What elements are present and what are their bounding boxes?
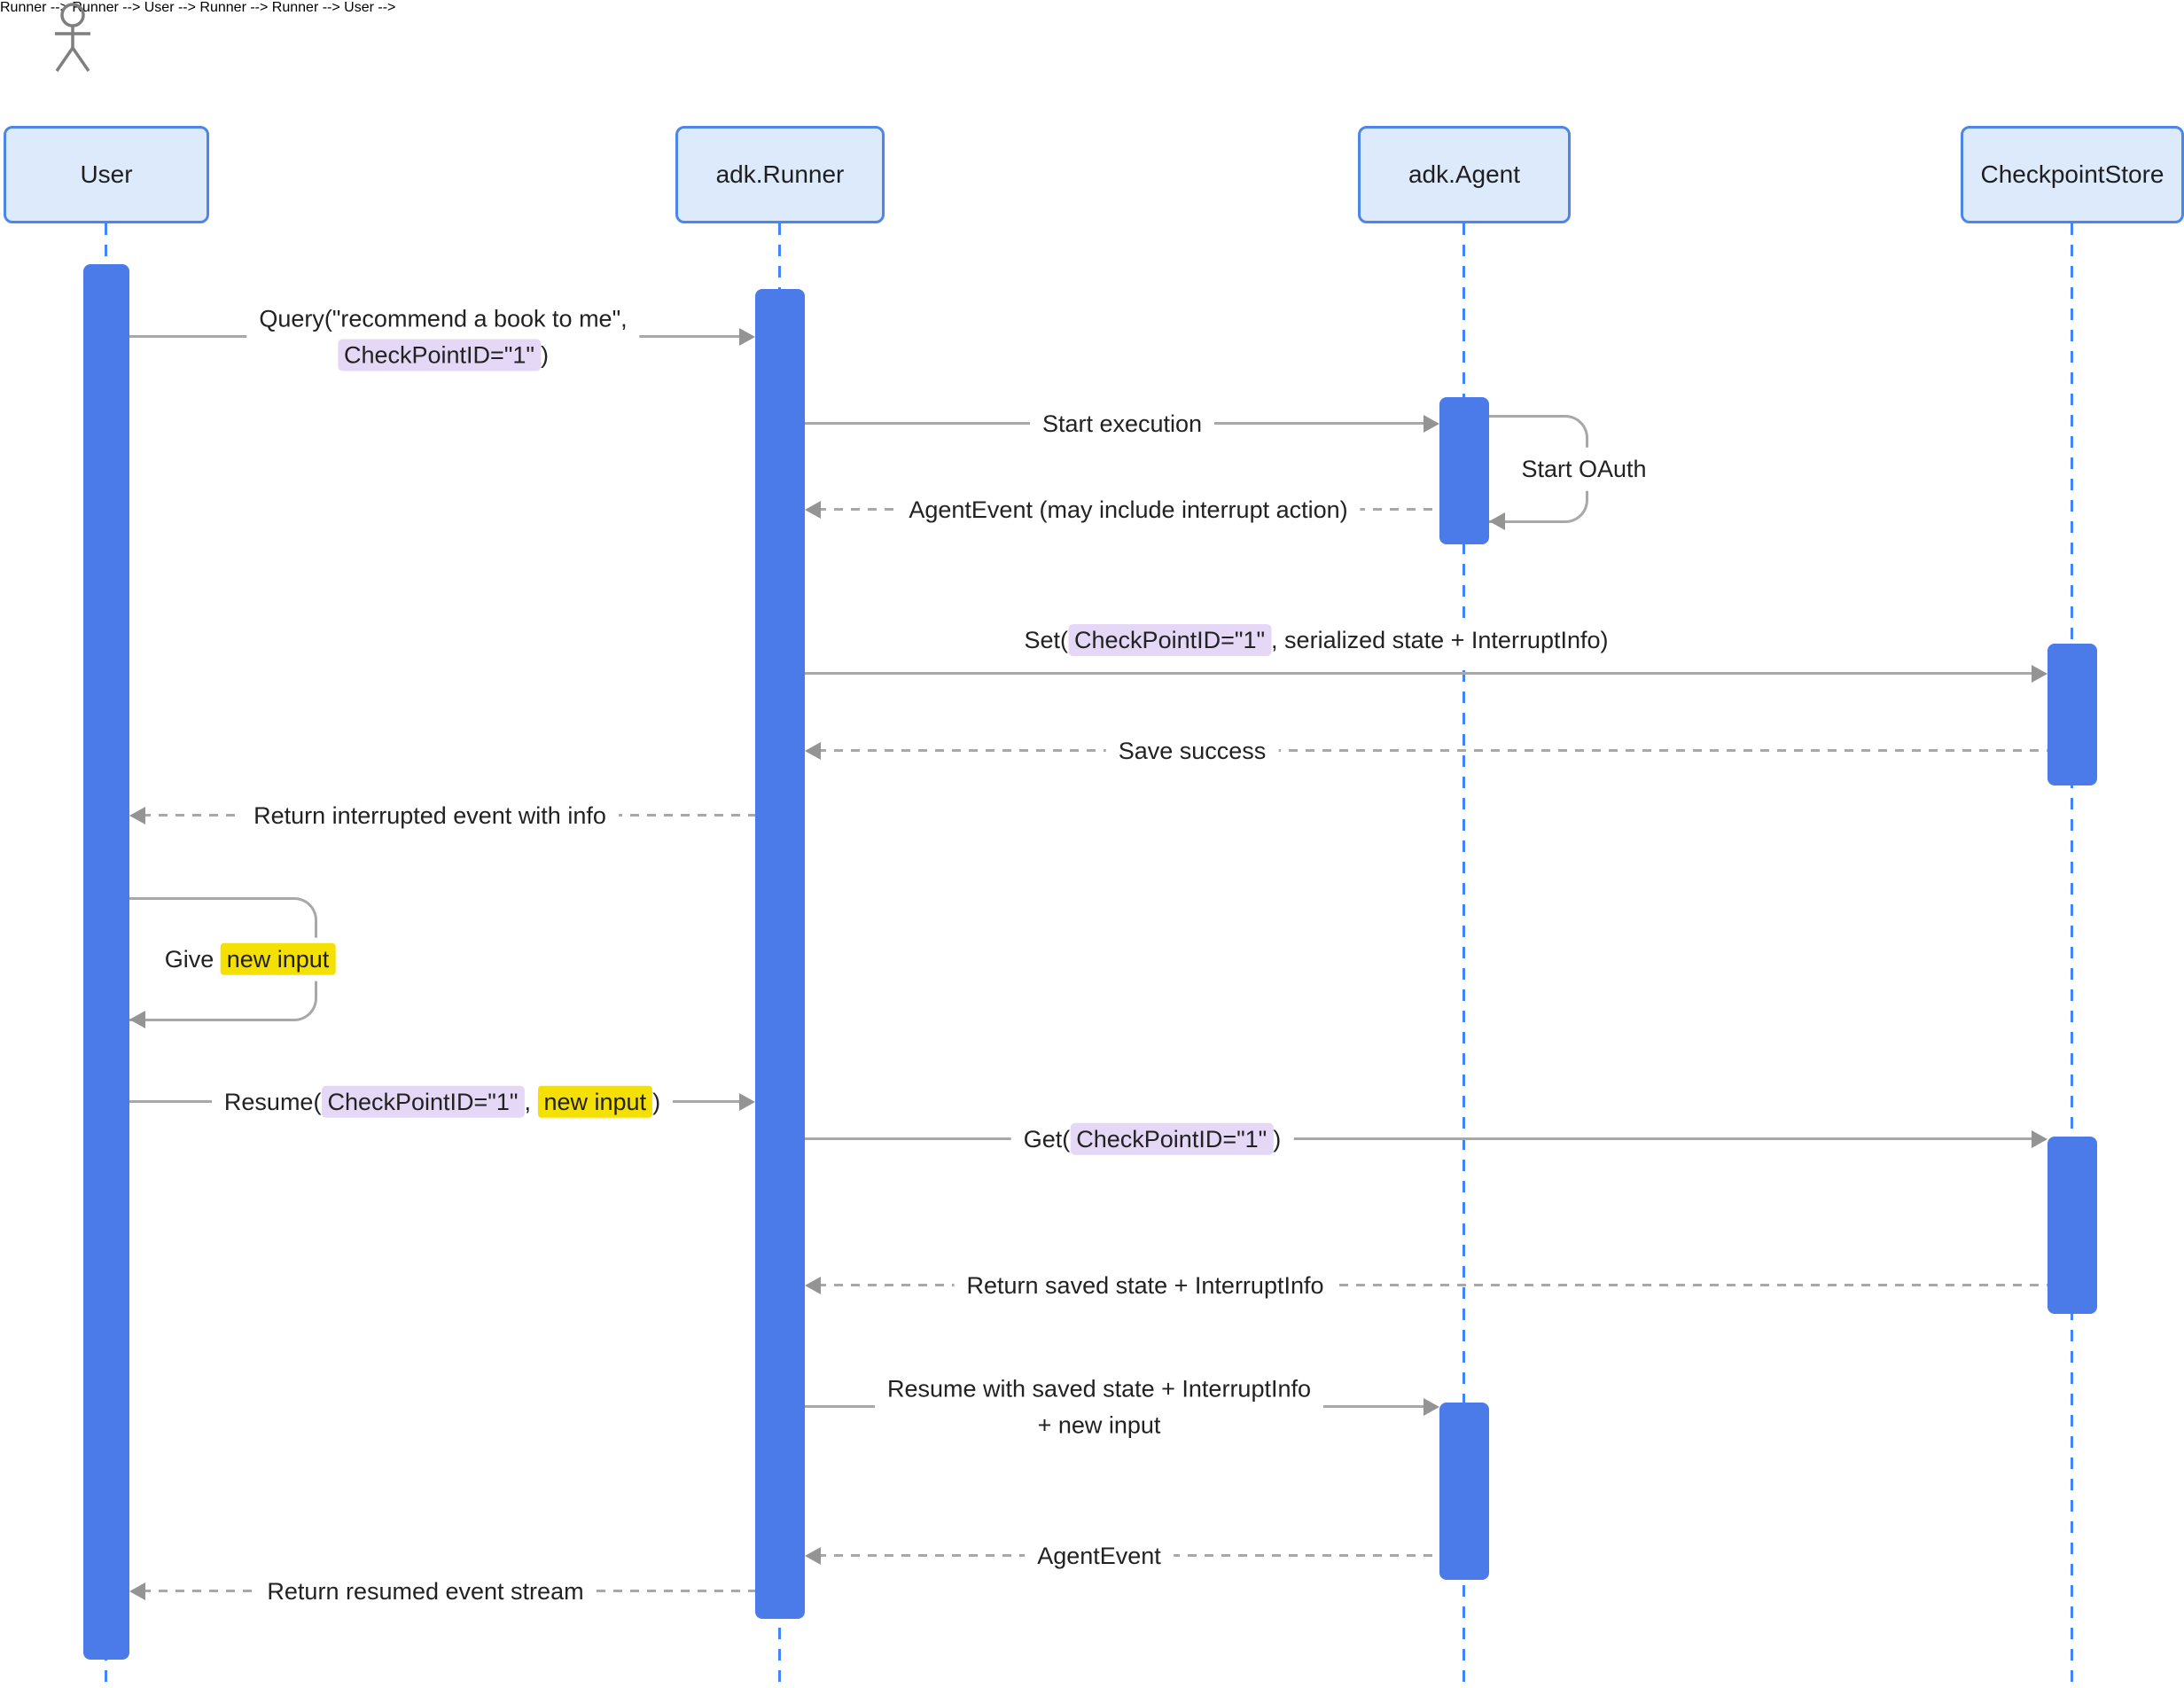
resume-mid: , — [524, 1088, 538, 1115]
message-label-return-saved: Return saved state + InterruptInfo — [954, 1263, 1337, 1308]
message-label-get-checkpoint: Get(CheckPointID="1") — [1010, 1117, 1294, 1161]
checkpoint-id-highlight: CheckPointID="1" — [1068, 624, 1272, 656]
query-line2-suffix: ) — [541, 341, 550, 368]
message-label-resume-with-state: Resume with saved state + InterruptInfo … — [875, 1367, 1323, 1447]
give-prefix: Give — [164, 945, 221, 973]
query-line1: Query("recommend a book to me", — [259, 305, 628, 332]
lifeline-store — [2071, 223, 2073, 1688]
resume-suffix: ) — [652, 1088, 661, 1115]
set-suffix: , serialized state + InterruptInfo) — [1271, 627, 1609, 653]
message-label-save-success: Save success — [1105, 729, 1279, 773]
arrowhead-agent-event-interrupt-icon — [805, 501, 821, 519]
message-label-return-resumed: Return resumed event stream — [254, 1569, 597, 1614]
checkpoint-id-highlight: CheckPointID="1" — [321, 1085, 525, 1118]
participant-user: User — [4, 126, 209, 223]
arrowhead-return-saved-icon — [805, 1277, 821, 1294]
participant-store: CheckpointStore — [1961, 126, 2184, 223]
arrowhead-set-checkpoint-icon — [2032, 665, 2048, 683]
message-label-agent-event: AgentEvent — [1025, 1534, 1174, 1578]
lifeline-agent — [1462, 223, 1465, 1688]
activation-agent-2 — [1439, 1403, 1489, 1580]
arrowhead-resume-with-state-icon — [1424, 1398, 1439, 1416]
message-label-return-interrupted: Return interrupted event with info — [241, 793, 619, 838]
activation-store-1 — [2048, 644, 2097, 785]
arrowhead-query-icon — [739, 328, 755, 346]
participant-runner: adk.Runner — [675, 126, 885, 223]
arrowhead-return-interrupted-icon — [129, 807, 145, 824]
new-input-highlight: new input — [537, 1085, 653, 1118]
message-line-return-saved — [817, 1284, 2048, 1286]
message-label-resume: Resume(CheckPointID="1", new input) — [211, 1080, 674, 1124]
resume-prefix: Resume( — [223, 1088, 322, 1115]
new-input-highlight: new input — [220, 942, 336, 975]
arrowhead-save-success-icon — [805, 742, 821, 760]
message-label-give-new-input: Give new input — [152, 937, 348, 981]
query-line2: CheckPointID="1") — [259, 337, 627, 373]
message-label-query: Query("recommend a book to me", CheckPoi… — [246, 297, 640, 377]
message-line-get-checkpoint — [805, 1137, 2035, 1140]
set-prefix: Set( — [1024, 627, 1069, 653]
message-label-start-execution: Start execution — [1029, 402, 1215, 446]
get-prefix: Get( — [1023, 1125, 1071, 1153]
get-suffix: ) — [1273, 1125, 1282, 1153]
participant-agent: adk.Agent — [1358, 126, 1571, 223]
activation-agent-1 — [1439, 397, 1489, 544]
checkpoint-id-highlight: CheckPointID="1" — [337, 339, 542, 371]
message-line-set-checkpoint — [805, 672, 2035, 675]
activation-store-2 — [2048, 1137, 2097, 1314]
arrowhead-resume-icon — [739, 1093, 755, 1111]
message-label-agent-event-interrupt: AgentEvent (may include interrupt action… — [896, 488, 1361, 532]
activation-user — [83, 264, 129, 1660]
arrowhead-return-resumed-icon — [129, 1582, 145, 1600]
message-label-start-oauth: Start OAuth — [1509, 447, 1659, 491]
activation-runner — [755, 289, 805, 1619]
arrowhead-start-execution-icon — [1424, 415, 1439, 433]
arrowhead-agent-event-icon — [805, 1547, 821, 1565]
message-line-save-success — [817, 749, 2048, 752]
resume-with-state-line2: + new input — [1037, 1411, 1161, 1438]
user-actor-icon — [44, 2, 101, 76]
message-label-set-checkpoint: Set(CheckPointID="1", serialized state +… — [1011, 619, 1621, 662]
arrowhead-give-new-input-icon — [129, 1011, 145, 1028]
resume-with-state-line1: Resume with saved state + InterruptInfo — [887, 1375, 1311, 1403]
arrowhead-start-oauth-icon — [1489, 512, 1505, 530]
checkpoint-id-highlight: CheckPointID="1" — [1070, 1122, 1274, 1155]
arrowhead-get-checkpoint-icon — [2032, 1130, 2048, 1148]
